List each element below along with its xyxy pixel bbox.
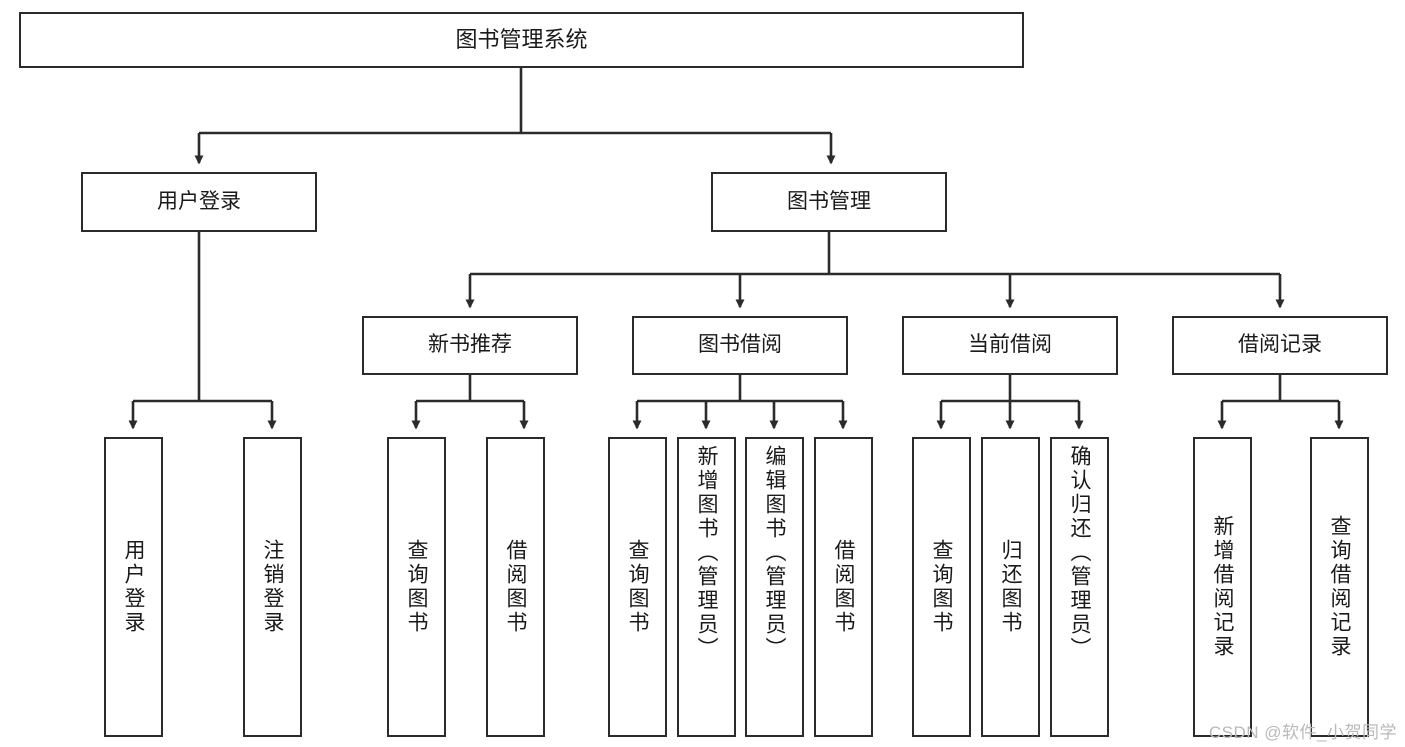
node-leaf-edit-book-admin[interactable]: 编辑图书（管理员） — [745, 437, 804, 737]
node-new-book-recommend[interactable]: 新书推荐 — [362, 316, 578, 375]
node-label: 用户登录 — [157, 189, 241, 213]
edges-root-to-level2 — [194, 68, 836, 165]
node-label: 编辑图书（管理员） — [763, 445, 786, 661]
node-leaf-borrow-book-recommend[interactable]: 借阅图书 — [486, 437, 545, 737]
node-label: 图书管理 — [787, 189, 871, 213]
node-label: 当前借阅 — [968, 333, 1052, 357]
node-label: 确认归还（管理员） — [1068, 445, 1091, 661]
node-leaf-query-borrow-record[interactable]: 查询借阅记录 — [1310, 437, 1369, 737]
node-leaf-user-login[interactable]: 用户登录 — [104, 437, 163, 737]
edges-borrowrecords-to-leaves — [1217, 375, 1344, 430]
node-borrow-records[interactable]: 借阅记录 — [1172, 316, 1388, 375]
node-label: 图书管理系统 — [455, 27, 588, 53]
node-label: 新增借阅记录 — [1211, 515, 1234, 659]
node-label: 查询图书 — [626, 539, 649, 635]
node-leaf-return-book[interactable]: 归还图书 — [981, 437, 1040, 737]
node-label: 图书借阅 — [698, 333, 782, 357]
node-label: 借阅图书 — [504, 539, 527, 635]
node-label: 借阅记录 — [1238, 333, 1322, 357]
edges-bookborrow-to-leaves — [632, 375, 848, 430]
node-leaf-query-book-recommend[interactable]: 查询图书 — [387, 437, 446, 737]
node-current-borrow[interactable]: 当前借阅 — [902, 316, 1118, 375]
node-book-borrow[interactable]: 图书借阅 — [632, 316, 848, 375]
node-label: 新增图书（管理员） — [695, 445, 718, 661]
node-leaf-query-book-current[interactable]: 查询图书 — [912, 437, 971, 737]
node-label: 借阅图书 — [832, 539, 855, 635]
edges-userlogin-to-leaves — [128, 232, 277, 430]
node-leaf-borrow-book[interactable]: 借阅图书 — [814, 437, 873, 737]
node-leaf-add-borrow-record[interactable]: 新增借阅记录 — [1193, 437, 1252, 737]
node-leaf-query-book-borrow[interactable]: 查询图书 — [608, 437, 667, 737]
node-user-login[interactable]: 用户登录 — [81, 172, 317, 232]
edges-newbook-to-leaves — [411, 375, 529, 430]
node-label: 新书推荐 — [428, 333, 512, 357]
node-label: 归还图书 — [999, 539, 1022, 635]
node-label: 查询图书 — [930, 539, 953, 635]
node-leaf-add-book-admin[interactable]: 新增图书（管理员） — [677, 437, 736, 737]
node-leaf-confirm-return-admin[interactable]: 确认归还（管理员） — [1050, 437, 1109, 737]
node-book-management[interactable]: 图书管理 — [711, 172, 947, 232]
node-label: 注销登录 — [261, 539, 284, 635]
node-label: 查询借阅记录 — [1328, 515, 1351, 659]
node-label: 用户登录 — [122, 539, 145, 635]
watermark: CSDN @软件_小贺同学 — [1208, 723, 1397, 742]
edges-booklmgmt-to-level3 — [465, 232, 1285, 309]
node-label: 查询图书 — [405, 539, 428, 635]
node-leaf-logout[interactable]: 注销登录 — [243, 437, 302, 737]
edges-currentborrow-to-leaves — [936, 375, 1084, 430]
node-root-book-management-system[interactable]: 图书管理系统 — [19, 12, 1024, 68]
